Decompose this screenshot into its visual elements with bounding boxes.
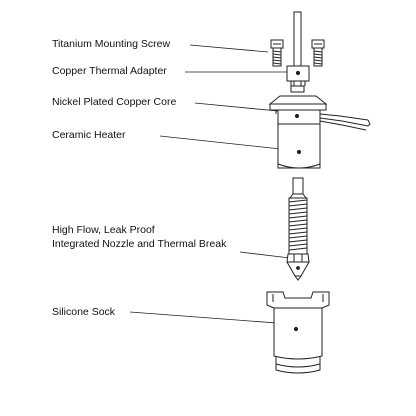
titanium-screw-left [270,39,284,67]
heat-break-tube [290,11,305,93]
label-nickel-plated-copper-core: Nickel Plated Copper Core [52,96,177,108]
label-nozzle-line-1: High Flow, Leak Proof [52,224,155,236]
nickel-plated-copper-core [268,95,371,131]
label-silicone-sock: Silicone Sock [52,306,116,318]
integrated-nozzle-thermal-break [286,177,310,281]
label-nozzle-line-2: Integrated Nozzle and Thermal Break [52,238,227,250]
label-copper-thermal-adapter: Copper Thermal Adapter [52,65,167,77]
label-titanium-mounting-screw: Titanium Mounting Screw [52,38,171,50]
ceramic-heater [277,123,321,169]
copper-thermal-adapter [286,65,310,86]
silicone-sock [266,291,330,374]
titanium-screw-right [311,39,325,67]
label-ceramic-heater: Ceramic Heater [52,129,126,141]
leader-lines [129,44,291,325]
